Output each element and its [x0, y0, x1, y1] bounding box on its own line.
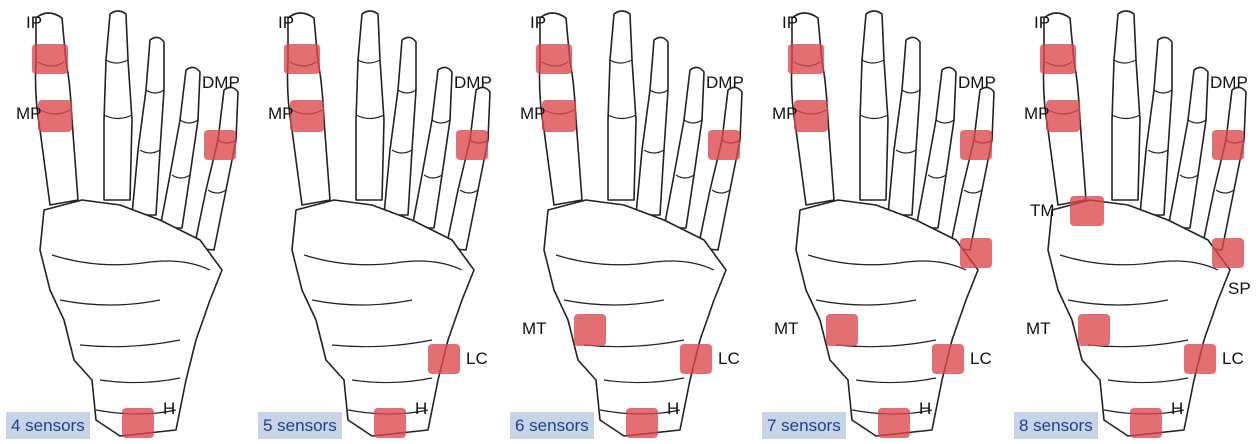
sensor-h: [122, 408, 154, 438]
label-dmp: DMP: [1210, 74, 1248, 91]
foot-panel-8-sensors: IP MP DMP TM SP MT LC H 8 sensors: [1008, 0, 1260, 444]
sensor-dmp: [1212, 130, 1244, 160]
panel-caption: 6 sensors: [510, 412, 594, 439]
sensor-dmp: [204, 130, 236, 160]
sensor-lc: [680, 344, 712, 374]
label-mp: MP: [520, 105, 546, 122]
sensor-ip: [536, 44, 572, 74]
sensor-h: [878, 408, 910, 438]
label-h: H: [1171, 400, 1183, 417]
sensor-h: [1130, 408, 1162, 438]
label-lc: LC: [718, 350, 740, 367]
foot-panel-5-sensors: IP MP DMP LC H 5 sensors: [252, 0, 504, 444]
sensor-sp: [1212, 238, 1244, 268]
sensor-mt: [826, 314, 858, 346]
label-lc: LC: [1222, 350, 1244, 367]
label-h: H: [919, 400, 931, 417]
label-mt: MT: [522, 320, 547, 337]
label-dmp: DMP: [958, 74, 996, 91]
foot-panel-7-sensors: IP MP DMP MT LC H 7 sensors: [756, 0, 1008, 444]
label-mp: MP: [268, 105, 294, 122]
sensor-mp: [290, 100, 324, 132]
label-ip: IP: [1034, 14, 1050, 31]
sensor-h: [626, 408, 658, 438]
label-h: H: [163, 400, 175, 417]
label-mt: MT: [774, 320, 799, 337]
sensor-sp: [960, 238, 992, 268]
sensor-mp: [38, 100, 72, 132]
sensor-lc: [932, 344, 964, 374]
label-mp: MP: [16, 105, 42, 122]
label-h: H: [415, 400, 427, 417]
sensor-lc: [428, 344, 460, 374]
label-dmp: DMP: [454, 74, 492, 91]
label-ip: IP: [530, 14, 546, 31]
label-h: H: [667, 400, 679, 417]
label-lc: LC: [970, 350, 992, 367]
label-mt: MT: [1026, 320, 1051, 337]
label-dmp: DMP: [202, 74, 240, 91]
sensor-tm: [1070, 196, 1104, 226]
label-mp: MP: [1024, 105, 1050, 122]
foot-panel-6-sensors: IP MP DMP MT LC H 6 sensors: [504, 0, 756, 444]
label-dmp: DMP: [706, 74, 744, 91]
sensor-ip: [284, 44, 320, 74]
sensor-mp: [794, 100, 828, 132]
sensor-mp: [542, 100, 576, 132]
label-tm: TM: [1030, 202, 1055, 219]
label-ip: IP: [26, 14, 42, 31]
sensor-mt: [1078, 314, 1110, 346]
panel-caption: 8 sensors: [1014, 412, 1098, 439]
panel-caption: 7 sensors: [762, 412, 846, 439]
foot-panel-4-sensors: IP MP DMP H 4 sensors: [0, 0, 252, 444]
sensor-mp: [1046, 100, 1080, 132]
sensor-ip: [788, 44, 824, 74]
panel-caption: 4 sensors: [6, 412, 90, 439]
label-ip: IP: [278, 14, 294, 31]
sensor-ip: [32, 44, 68, 74]
sensor-dmp: [456, 130, 488, 160]
sensor-lc: [1184, 344, 1216, 374]
sensor-mt: [574, 314, 606, 346]
label-ip: IP: [782, 14, 798, 31]
label-lc: LC: [466, 350, 488, 367]
label-mp: MP: [772, 105, 798, 122]
sensor-dmp: [708, 130, 740, 160]
label-sp: SP: [1228, 280, 1251, 297]
panel-caption: 5 sensors: [258, 412, 342, 439]
sensor-ip: [1040, 44, 1076, 74]
sensor-h: [374, 408, 406, 438]
sensor-dmp: [960, 130, 992, 160]
